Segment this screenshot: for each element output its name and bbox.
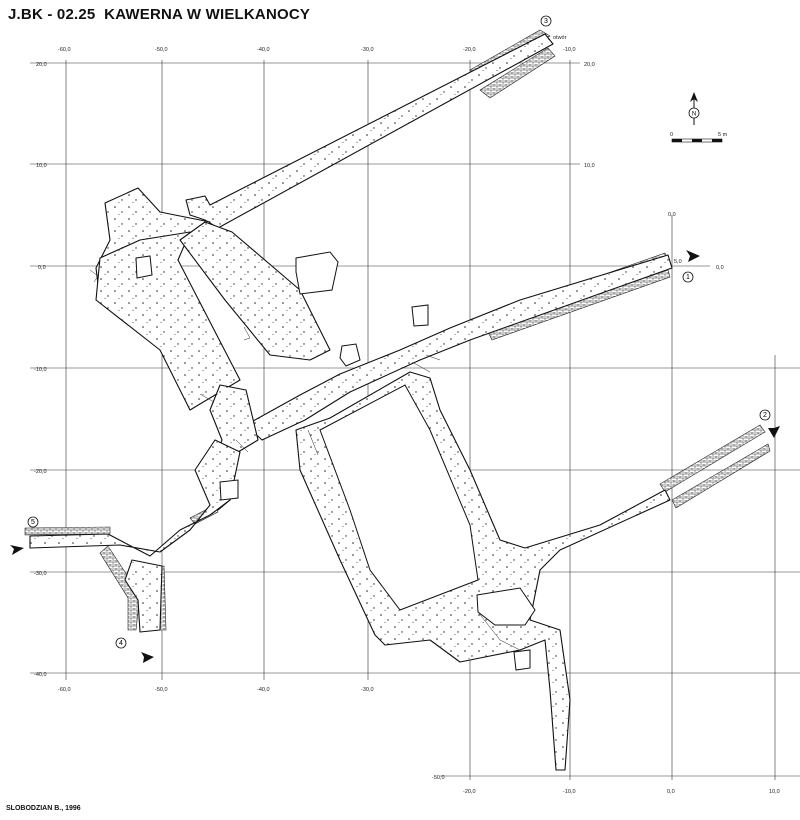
x-label: -60,0 (58, 687, 71, 693)
x-label: -20,0 (463, 47, 476, 53)
entrance-marker-5: 5 (27, 516, 39, 528)
x-label: -40,0 (257, 47, 270, 53)
y-label: 10,0 (584, 163, 595, 169)
entrance-arrows (10, 250, 780, 663)
x-label: 10,0 (769, 789, 780, 795)
y-label: -30,0 (34, 571, 47, 577)
x-label: -10,0 (563, 789, 576, 795)
x-label: -30,0 (361, 687, 374, 693)
y-label: 20,0 (584, 62, 595, 68)
svg-text:1: 1 (686, 274, 690, 281)
passage-detail-lines (89, 269, 521, 651)
entrance-marker-4: 4 (115, 637, 127, 649)
svg-text:5: 5 (31, 519, 35, 526)
cave-passages (29, 33, 673, 771)
grid-labels: -60,0 -50,0 -40,0 -30,0 -20,0 -10,0 -60,… (34, 47, 780, 795)
upper-note: otwór (553, 35, 567, 41)
y-label: -40,0 (34, 672, 47, 678)
y-label: -20,0 (34, 469, 47, 475)
svg-text:2: 2 (763, 412, 767, 419)
north-arrow-icon (690, 92, 698, 102)
author-credit: SLOBODZIAN B., 1996 (6, 805, 81, 812)
entrance-arrow-icon (10, 545, 24, 555)
x-label: -60,0 (58, 47, 71, 53)
svg-text:3: 3 (544, 18, 548, 25)
x-label: -30,0 (361, 47, 374, 53)
entrance-marker-1: 1 (682, 271, 694, 283)
x-label: -50,0 (155, 47, 168, 53)
entrance-marker-2: 2 (759, 409, 771, 421)
x-label: -50,0 (155, 687, 168, 693)
scale-start: 0 (670, 132, 673, 138)
entrance-arrow-icon (686, 250, 700, 262)
north-label: N (692, 112, 696, 118)
y-label: 20,0 (36, 62, 47, 68)
entrance-arrow-icon (141, 652, 154, 663)
entrance-marker-3: 3 (540, 15, 552, 27)
scale-bar: 0 5 m (670, 132, 728, 143)
x-label: -40,0 (257, 687, 270, 693)
y-label: -50,0 (432, 775, 445, 781)
entrance-markers: 1 2 3 4 5 (27, 15, 771, 649)
map-title: J.BK - 02.25 KAWERNA W WIELKANOCY (8, 6, 311, 23)
x-label: -20,0 (463, 789, 476, 795)
x-label: 0,0 (668, 212, 676, 218)
entrance-note: 5,0 (674, 259, 682, 265)
y-label: 0,0 (716, 265, 724, 271)
x-label: 0,0 (667, 789, 675, 795)
y-label: 0,0 (38, 265, 46, 271)
y-label: 10,0 (36, 163, 47, 169)
entrance-arrow-icon (768, 426, 780, 438)
y-label: -10,0 (34, 367, 47, 373)
scale-end: 5 m (718, 132, 728, 138)
rock-pillars (135, 251, 531, 671)
svg-text:4: 4 (119, 640, 123, 647)
north-arrow: N (688, 92, 700, 125)
x-label: -10,0 (563, 47, 576, 53)
